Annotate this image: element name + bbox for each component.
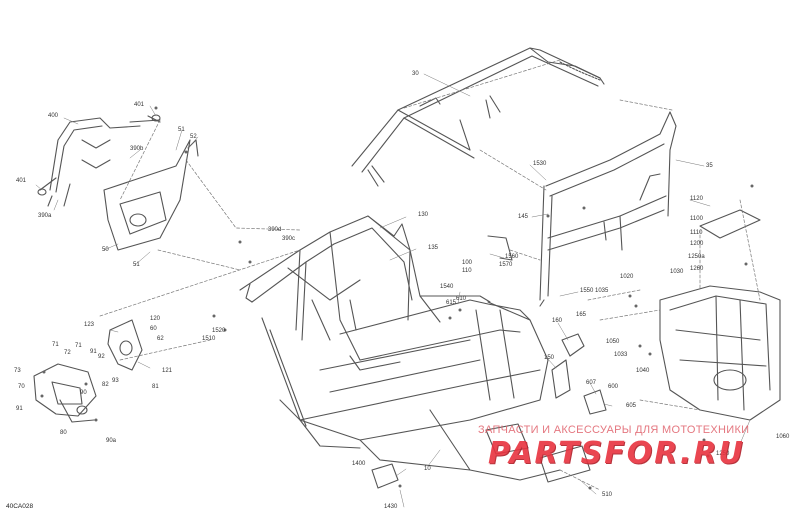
callout-70: 70 — [18, 384, 25, 390]
callout-1120: 1120 — [690, 196, 703, 202]
callout-401: 401 — [16, 178, 27, 184]
callout-62: 62 — [157, 336, 164, 342]
watermark-logo: PARTSFOR.RU — [488, 436, 745, 471]
rear-cage — [539, 111, 677, 307]
callout-91: 91 — [16, 406, 23, 412]
callout-1060: 1060 — [776, 434, 790, 440]
callout-30: 30 — [412, 71, 419, 77]
skid-plates — [371, 423, 591, 489]
callout-1540: 1540 — [440, 284, 454, 290]
callout-60: 60 — [150, 326, 157, 332]
leader-lines — [35, 73, 751, 508]
callout-605: 605 — [626, 403, 637, 409]
callout-1260: 1260 — [690, 266, 704, 272]
callout-135: 135 — [428, 245, 439, 251]
callout-1530: 1530 — [533, 161, 547, 167]
callout-120: 120 — [150, 316, 161, 322]
callout-390c: 390c — [282, 236, 296, 242]
watermark-text: ЗАПЧАСТИ И АКСЕССУАРЫ ДЛЯ МОТОТЕХНИКИ — [478, 424, 750, 436]
callout-71: 71 — [75, 343, 82, 349]
callout-150: 150 — [544, 355, 555, 361]
main-chassis — [239, 215, 561, 481]
callout-600: 600 — [608, 384, 619, 390]
callout-51: 51 — [133, 262, 140, 268]
callout-10: 10 — [424, 466, 431, 472]
front-bulkhead — [103, 139, 199, 251]
callout-1250: 1250 — [716, 451, 730, 457]
callout-123: 123 — [84, 322, 95, 328]
reference-lines — [99, 59, 761, 491]
callout-35: 35 — [706, 163, 713, 169]
callout-1200: 1200 — [690, 241, 704, 247]
callout-390a: 390a — [38, 213, 52, 219]
callout-165: 165 — [576, 312, 587, 318]
callout-1033: 1033 — [614, 352, 628, 358]
callout-1110: 1110 — [690, 230, 703, 236]
suspension-mounts — [33, 319, 143, 423]
callout-615: 615 — [446, 300, 457, 306]
callout-93: 93 — [112, 378, 119, 384]
callout-82: 82 — [102, 382, 109, 388]
callout-400: 400 — [48, 113, 59, 119]
callout-81: 81 — [152, 384, 159, 390]
callout-1510: 1510 — [202, 336, 216, 342]
callout-1400: 1400 — [352, 461, 366, 467]
callout-50: 50 — [102, 247, 109, 253]
callout-121: 121 — [162, 368, 173, 374]
callout-52: 52 — [190, 134, 197, 140]
callout-510: 510 — [602, 492, 613, 498]
callout-1030: 1030 — [670, 269, 684, 275]
callout-607: 607 — [586, 380, 597, 386]
callout-160: 160 — [552, 318, 563, 324]
callout-610: 610 — [456, 296, 467, 302]
callout-1035: 1035 — [595, 288, 609, 294]
callout-72: 72 — [64, 350, 71, 356]
callout-1570: 1570 — [499, 262, 513, 268]
callout-145: 145 — [518, 214, 529, 220]
callout-390b: 390b — [130, 146, 144, 152]
callout-1050: 1050 — [606, 339, 620, 345]
callout-1520: 1520 — [212, 328, 226, 334]
callout-110: 110 — [462, 268, 472, 274]
callout-90: 90 — [80, 390, 87, 396]
callout-91: 91 — [90, 349, 97, 355]
callout-1040: 1040 — [636, 368, 650, 374]
callout-1560: 1560 — [505, 254, 519, 260]
callout-71: 71 — [52, 342, 59, 348]
callout-73: 73 — [14, 368, 21, 374]
callout-390d: 390d — [268, 227, 282, 233]
callout-1100: 1100 — [690, 216, 703, 222]
callout-1550: 1550 — [580, 288, 594, 294]
callout-401: 401 — [134, 102, 145, 108]
callout-1430: 1430 — [384, 504, 398, 510]
fasteners — [40, 106, 754, 490]
callout-130: 130 — [418, 212, 429, 218]
callout-1250a: 1250a — [688, 254, 705, 260]
front-bumper — [37, 114, 161, 207]
rear-frame — [659, 209, 781, 421]
callout-92: 92 — [98, 354, 105, 360]
rops-roof — [351, 47, 605, 187]
callout-90a: 90a — [106, 438, 117, 444]
diagram-code: 40CA028 — [6, 503, 34, 510]
callout-80: 80 — [60, 430, 67, 436]
callout-100: 100 — [462, 260, 473, 266]
callout-51: 51 — [178, 127, 185, 133]
callout-1020: 1020 — [620, 274, 634, 280]
